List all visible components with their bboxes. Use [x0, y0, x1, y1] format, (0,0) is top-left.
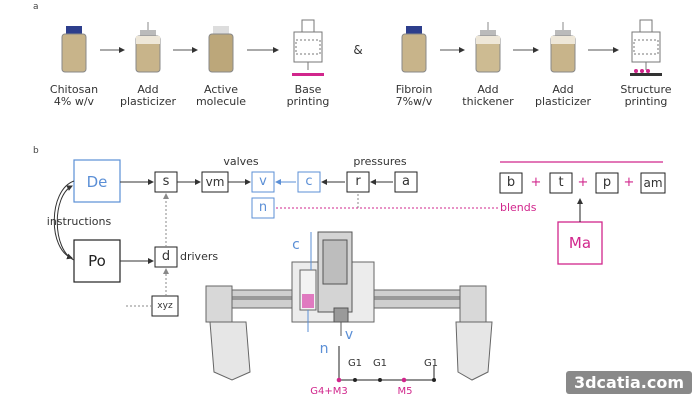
c-label: c [305, 174, 313, 189]
step-add-plasticizer-1: Add plasticizer [119, 83, 177, 108]
drivers-label: drivers [180, 250, 219, 263]
a-label: a [402, 174, 410, 189]
base-print-layer [292, 73, 324, 76]
r-label: r [355, 174, 361, 189]
printer-base-icon [293, 19, 323, 70]
watermark: 3dcatia.com [565, 371, 692, 394]
plus-2: + [577, 175, 589, 190]
bottle-chitosan [61, 26, 87, 73]
pressures-label: pressures [353, 155, 407, 168]
plus-1: + [530, 175, 542, 190]
v-box [251, 171, 275, 193]
gcode-g4-m3: G4+M3 [310, 386, 348, 397]
valves-label: valves [223, 155, 259, 168]
xyz-label: xyz [157, 301, 173, 311]
plus-3: + [623, 175, 635, 190]
p-box [595, 172, 619, 194]
b-label: b [506, 175, 516, 190]
panel-b-label: b [33, 146, 39, 156]
panel-b-connectors [53, 179, 393, 264]
ma-label: Ma [568, 234, 592, 252]
b-box [499, 172, 523, 194]
bottle-fibroin [401, 26, 427, 73]
step-chitosan: Chitosan 4% w/v [49, 83, 99, 108]
step-structure-printing: Structure printing [620, 83, 672, 108]
c-nozzle-label: c [292, 237, 300, 253]
po-box [73, 239, 121, 283]
ma-box [557, 221, 603, 265]
bottle-plasticizer-1 [135, 22, 161, 73]
structure-print-layer [630, 73, 662, 76]
v-label: v [259, 174, 267, 189]
vm-label: vm [205, 175, 225, 189]
bottle-plasticizer-2 [550, 22, 576, 73]
step-fibroin: Fibroin 7%w/v [395, 83, 433, 108]
v-nozzle-label: v [344, 327, 354, 343]
dashed-connectors [125, 193, 359, 307]
po-label: Po [88, 252, 106, 270]
r-box [346, 171, 370, 193]
s-label: s [162, 174, 170, 189]
printer-structure-icon [631, 19, 661, 70]
gcode-m5: M5 [397, 386, 413, 397]
gcode-g1-c: G1 [423, 358, 439, 369]
gcode-path [336, 346, 436, 383]
n-box [251, 197, 275, 219]
step-active-molecule: Active molecule [195, 83, 247, 108]
c-box [297, 171, 321, 193]
printer-machine [205, 231, 493, 381]
d-label: d [161, 249, 171, 264]
bottle-active-molecule [208, 26, 234, 73]
am-box [640, 172, 666, 194]
de-box [73, 159, 121, 203]
de-label: De [86, 173, 108, 191]
gcode-g1-b: G1 [372, 358, 388, 369]
step-add-thickener: Add thickener [462, 83, 514, 108]
gcode-g1-a: G1 [347, 358, 363, 369]
t-label: t [558, 175, 564, 190]
a-box [394, 171, 418, 193]
step-base-printing: Base printing [286, 83, 330, 108]
blends-label: blends [500, 201, 537, 214]
panel-a-label: a [33, 2, 39, 12]
structure-print-dots [634, 69, 650, 73]
n-label: n [258, 200, 268, 215]
p-label: p [602, 175, 612, 190]
instructions-label: instructions [46, 215, 112, 228]
bottle-thickener [475, 22, 501, 73]
n-nozzle-label: n [319, 341, 329, 357]
t-box [549, 172, 573, 194]
am-label: am [643, 176, 663, 190]
step-add-plasticizer-2: Add plasticizer [534, 83, 592, 108]
ampersand: & [353, 43, 363, 57]
